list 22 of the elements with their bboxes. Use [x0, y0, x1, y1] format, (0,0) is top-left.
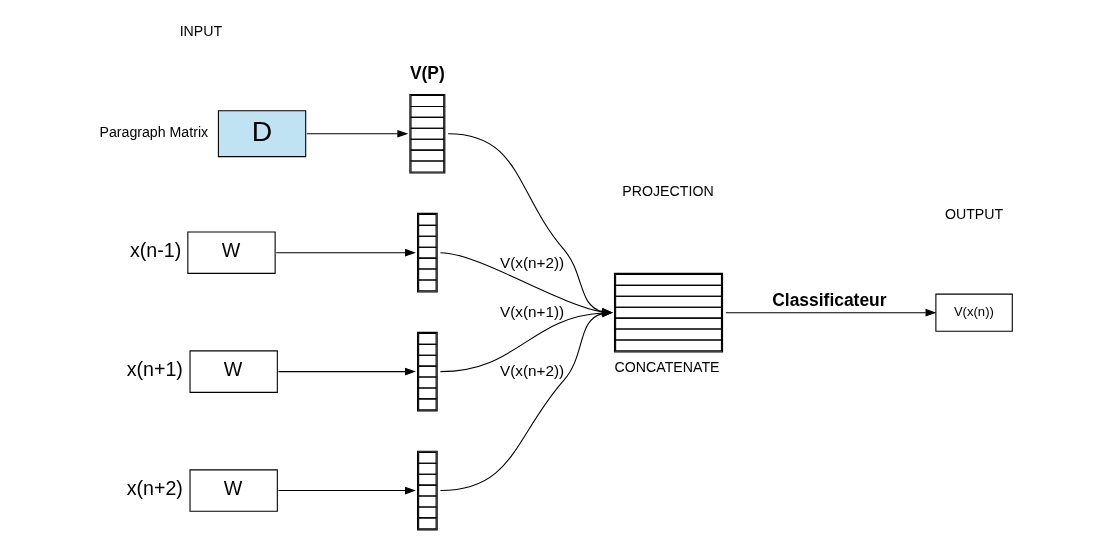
node-label: x(n+1) [126, 358, 183, 381]
node-box: W [187, 231, 276, 274]
arrow [275, 248, 416, 257]
arrow [306, 129, 409, 138]
edge-label: Classificateur [772, 289, 887, 310]
edge-label: V(x(n+1)) [500, 303, 565, 321]
label: OUTPUT [944, 206, 1004, 223]
node-box: W [189, 350, 278, 393]
node-label: Paragraph Matrix [99, 124, 209, 141]
edge-label: V(x(n+2)) [500, 254, 565, 272]
node-label: x(n+2) [126, 477, 183, 500]
node-box: V(x(n)) [935, 293, 1013, 332]
node-label: V(P) [409, 62, 445, 83]
edge-label: V(x(n+2)) [500, 362, 565, 380]
label: PROJECTION [622, 183, 714, 200]
node-label: CONCATENATE [614, 359, 720, 376]
node-label: x(n-1) [130, 239, 182, 262]
arrow [277, 367, 416, 376]
node-box: W [189, 469, 278, 512]
arrow [725, 308, 937, 317]
label: INPUT [179, 22, 223, 39]
arrow [277, 486, 416, 495]
